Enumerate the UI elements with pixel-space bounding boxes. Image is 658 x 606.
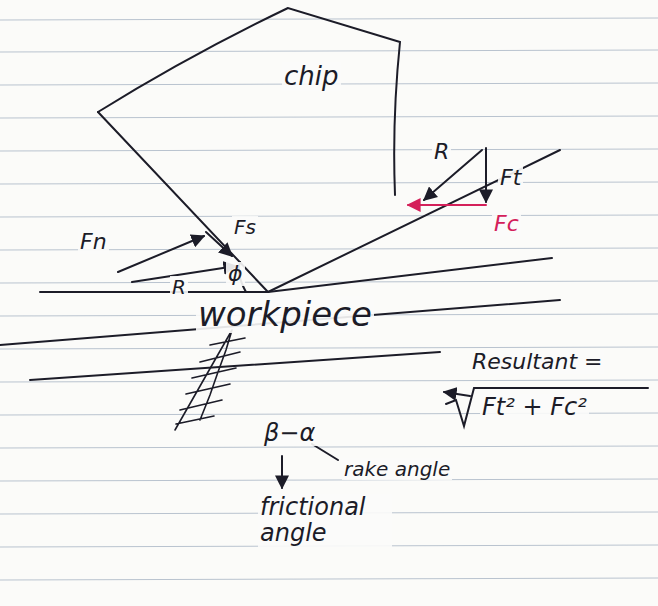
tool-face [268,150,560,292]
handwritten-label: ϕ [226,262,245,286]
handwritten-label: Ft² + Fc² [480,394,589,420]
handwritten-label: workpiece [196,296,374,333]
handwritten-label: β−α [262,420,317,446]
force-arrow [485,148,487,202]
handwritten-label: frictional angle [258,494,392,547]
chip-region: chip [282,62,341,91]
radical-sign [446,388,648,426]
pointer-arrow [281,456,283,488]
handwritten-label: Fc [492,212,521,236]
handwritten-label: R [432,140,451,164]
shear-plane [98,112,268,292]
workpiece-line [30,352,440,380]
handwritten-label: Resultant = [470,350,604,374]
force-arrow [408,204,486,206]
workpiece-surface [40,258,552,292]
ruled-lines [0,18,658,580]
handwritten-label: Ft [498,166,523,190]
handwritten-label: R [170,276,188,298]
force-arrow [118,236,204,272]
pointer-arrow [444,392,470,396]
region-label: chip [282,62,341,91]
handwritten-label: Fs [232,216,258,238]
pointer-arrow [312,444,338,460]
handwritten-label: Fn [78,230,109,254]
handwritten-label: rake angle [342,458,452,480]
hatching [175,330,245,430]
force-arrow [206,232,232,256]
chip-outline [98,8,400,195]
